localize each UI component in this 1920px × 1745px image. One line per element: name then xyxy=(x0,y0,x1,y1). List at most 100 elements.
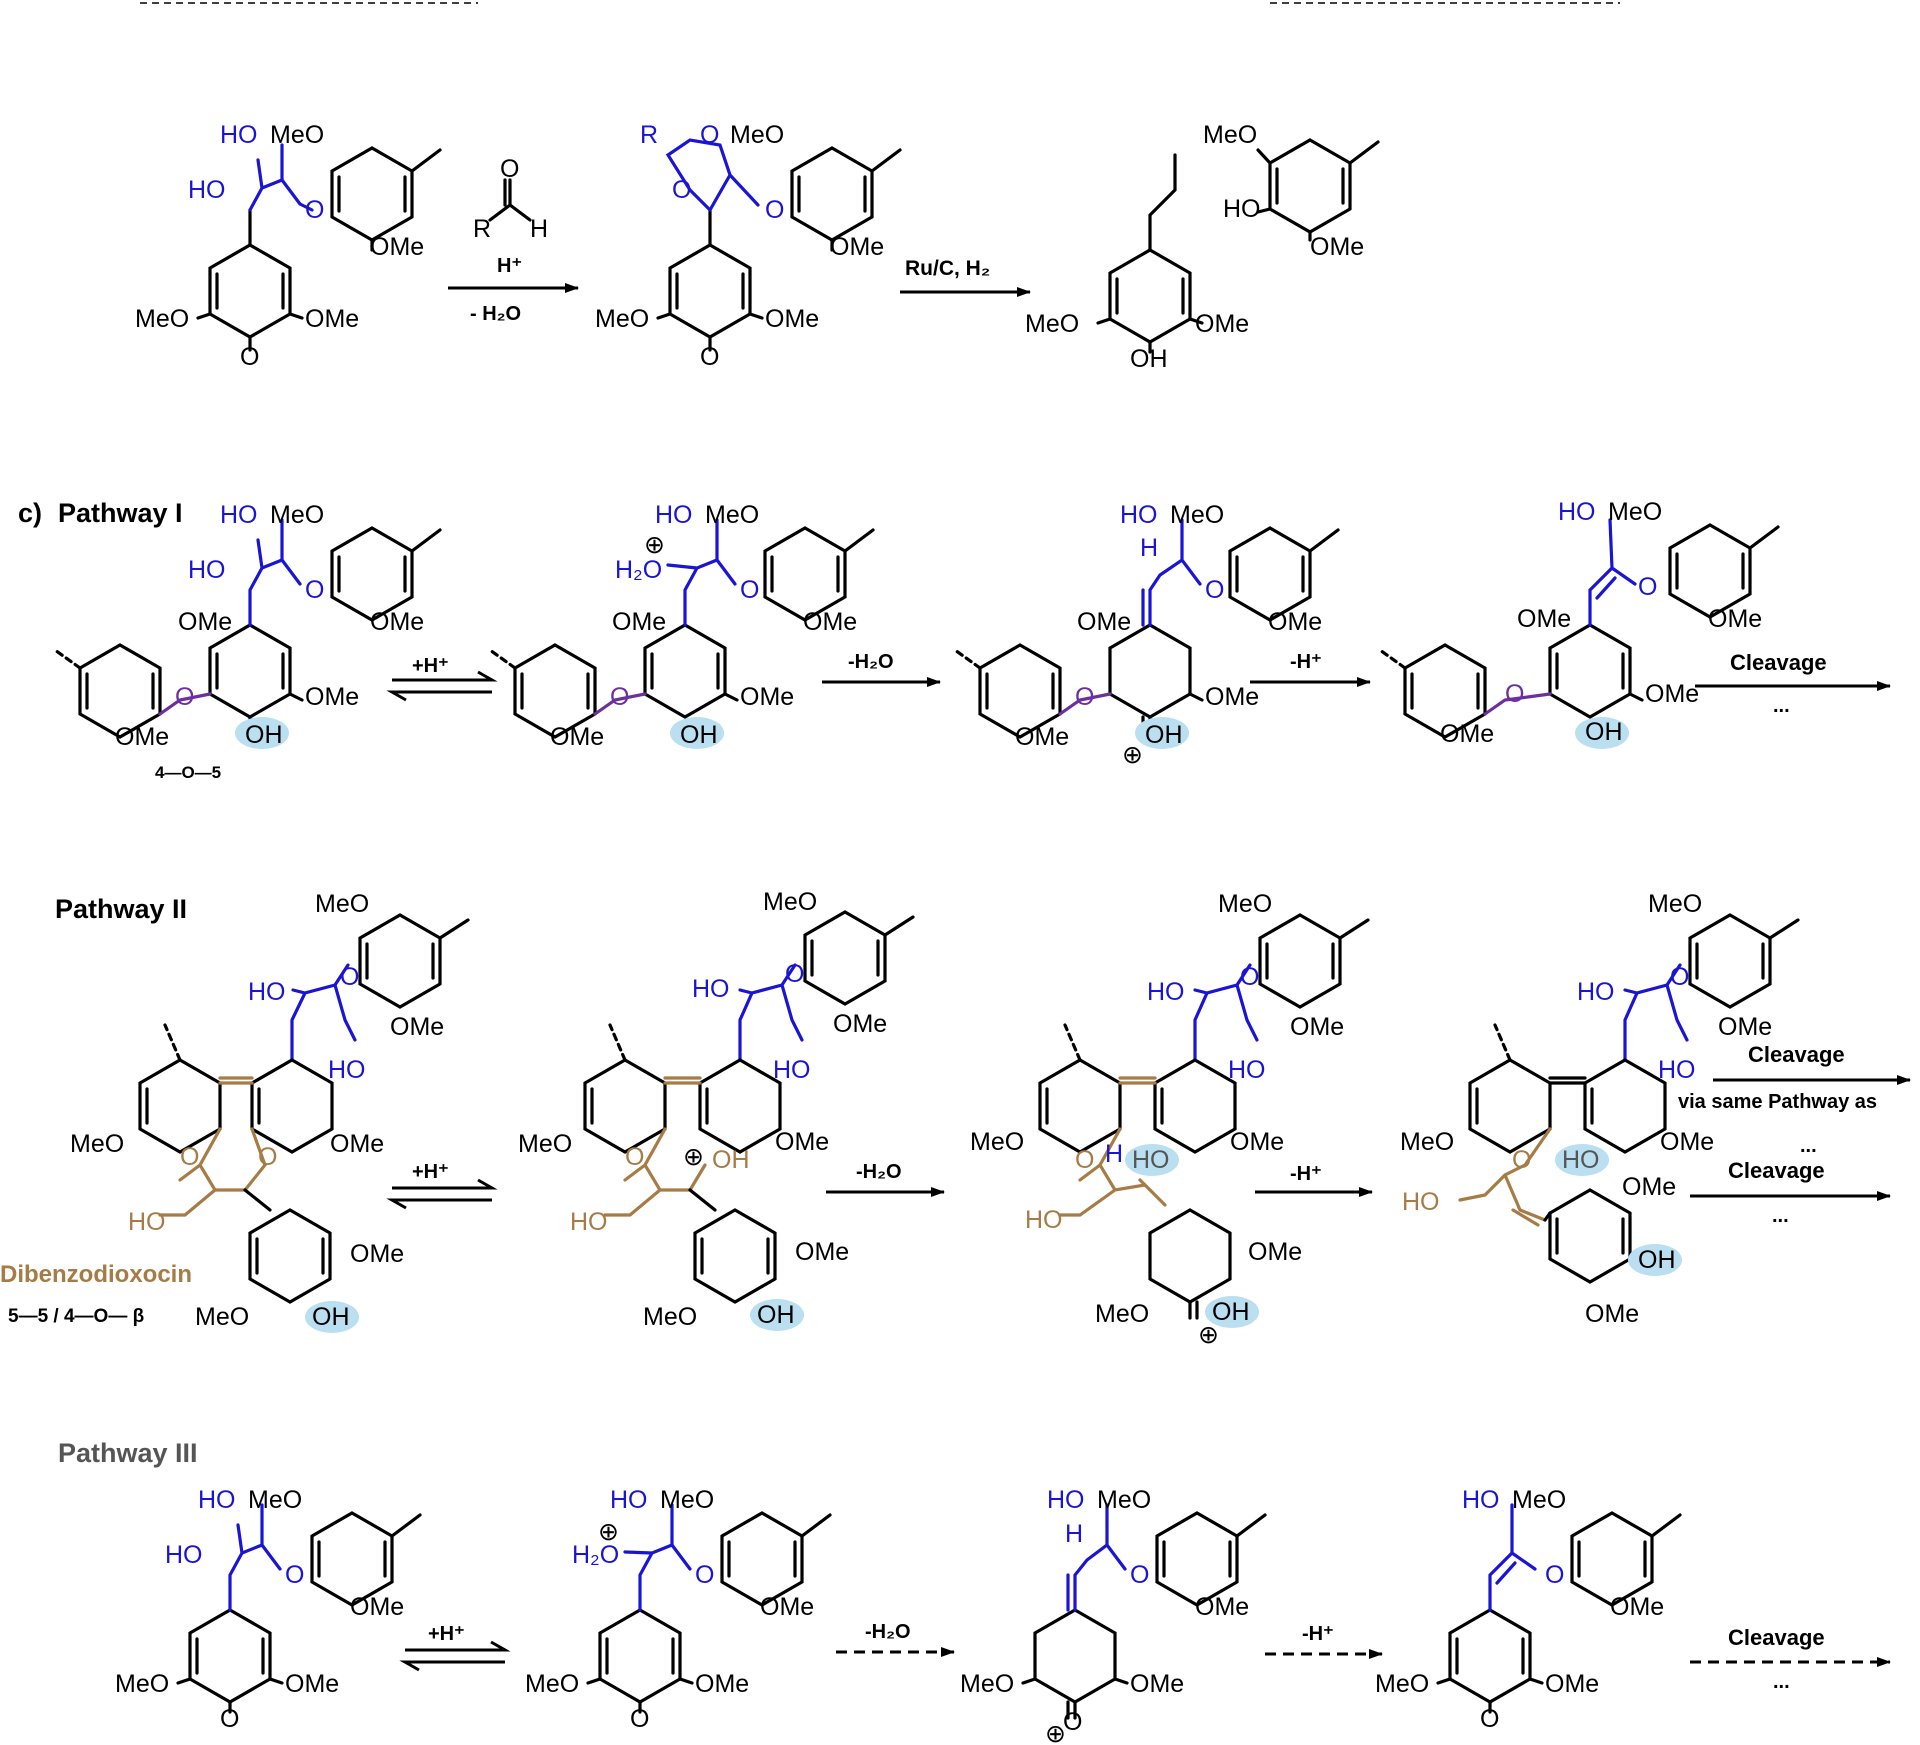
atom-label: MeO xyxy=(195,1303,249,1331)
atom-label: HO xyxy=(1132,1146,1170,1174)
atom-label: MeO xyxy=(248,1486,302,1514)
atom-label: OH xyxy=(680,721,718,749)
atom-label: MeO xyxy=(70,1130,124,1158)
atom-label: OH xyxy=(712,1146,750,1174)
bond-type-label: 4—O—5 xyxy=(155,763,221,782)
atom-label: H₂O xyxy=(572,1541,619,1569)
atom-label: MeO xyxy=(763,888,817,916)
acetal-intermediate: R O MeO O O OMe MeO OMe O xyxy=(595,121,902,371)
pathway-1-substrate: HO MeO HO O OMe OMe OMe OMe OH O 4—O—5 xyxy=(53,501,442,782)
pathway-3: Pathway III HO MeO HO O OMe MeO OMe O +H… xyxy=(58,1438,1891,1745)
atom-label: O xyxy=(740,576,759,604)
ellipsis: ... xyxy=(1772,1205,1789,1227)
atom-label: HO xyxy=(248,978,286,1006)
atom-label: MeO xyxy=(1512,1486,1566,1514)
atom-label: O xyxy=(240,343,259,371)
phenol-highlight xyxy=(1125,1144,1179,1176)
atom-label: MeO xyxy=(1648,890,1702,918)
atom-label: O xyxy=(1075,683,1094,711)
atom-label: OMe xyxy=(1610,1593,1664,1621)
atom-label: OMe xyxy=(178,608,232,636)
atom-label: OMe xyxy=(305,683,359,711)
atom-label: R xyxy=(640,121,658,149)
atom-label: OH xyxy=(1145,721,1183,749)
atom-label: O xyxy=(785,960,804,988)
pathway-2-dibenzodioxocin: MeO HO O OMe HO MeO OMe O O HO OMe MeO O… xyxy=(0,890,470,1333)
atom-label: OMe xyxy=(330,1130,384,1158)
atom-label: O xyxy=(1638,573,1657,601)
phenol-highlight xyxy=(1205,1296,1259,1328)
atom-label: H xyxy=(1140,534,1158,562)
unit-name: Dibenzodioxocin xyxy=(0,1261,192,1288)
atom-label: MeO xyxy=(1025,310,1079,338)
pathway-1: c) Pathway I HO MeO HO O OMe OMe OMe OM xyxy=(18,498,1891,782)
atom-label: OMe xyxy=(1310,233,1364,261)
cleavage-label: Cleavage xyxy=(1748,1042,1845,1067)
atom-label: O xyxy=(1480,1705,1499,1733)
charge-plus: ⊕ xyxy=(1198,1321,1219,1349)
beta-o-4-substrate: HO MeO HO O OMe MeO OMe O xyxy=(135,121,442,371)
atom-label: H xyxy=(530,215,548,243)
atom-label: OMe xyxy=(1440,720,1494,748)
via-same-label: via same Pathway as xyxy=(1678,1091,1877,1113)
atom-label: O xyxy=(695,1561,714,1589)
bond-type-label: 5—5 / 4—O— β xyxy=(8,1306,144,1327)
atom-label: OMe xyxy=(1195,310,1249,338)
charge-plus: ⊕ xyxy=(1122,741,1143,769)
pathway-3-substrate: HO MeO HO O OMe MeO OMe O xyxy=(115,1486,422,1733)
pathway-title: Pathway I xyxy=(58,498,183,528)
atom-label: HO xyxy=(1047,1486,1085,1514)
aldehyde-reagent: O R H H⁺ - H₂O xyxy=(448,155,579,325)
phenol-highlight xyxy=(305,1301,359,1333)
atom-label: O xyxy=(1240,963,1259,991)
atom-label: O xyxy=(285,1561,304,1589)
atom-label: MeO xyxy=(115,1670,169,1698)
atom-label: MeO xyxy=(1375,1670,1429,1698)
pathway-3-enol-ether: HO MeO O OMe MeO OMe O xyxy=(1375,1486,1682,1733)
atom-label: HO xyxy=(773,1056,811,1084)
atom-label: HO xyxy=(198,1486,236,1514)
step-label: -H⁺ xyxy=(1290,1163,1322,1185)
atom-label: HO xyxy=(328,1056,366,1084)
atom-label: OMe xyxy=(115,723,169,751)
atom-label: O xyxy=(1505,680,1524,708)
step-label: -H₂O xyxy=(848,651,894,673)
atom-label: HO xyxy=(1402,1188,1440,1216)
atom-label: O xyxy=(765,196,784,224)
atom-label: OMe xyxy=(1517,605,1571,633)
equilibrium-arrow xyxy=(399,1660,505,1672)
atom-label: H xyxy=(1065,1520,1083,1548)
atom-label: OH xyxy=(245,721,283,749)
atom-label: OMe xyxy=(795,1238,849,1266)
atom-label: OMe xyxy=(765,305,819,333)
atom-label: MeO xyxy=(1170,501,1224,529)
atom-label: OMe xyxy=(1718,1013,1772,1041)
atom-label: O xyxy=(340,963,359,991)
atom-label: OH xyxy=(1638,1246,1676,1274)
atom-label: MeO xyxy=(1203,121,1257,149)
step-label: +H⁺ xyxy=(412,1161,449,1183)
equilibrium-arrow xyxy=(386,1198,492,1210)
atom-label: MeO xyxy=(660,1486,714,1514)
atom-label: HO xyxy=(570,1208,608,1236)
atom-label: HO xyxy=(692,975,730,1003)
atom-label: O xyxy=(1670,963,1689,991)
atom-label: O xyxy=(625,1143,644,1171)
atom-label: MeO xyxy=(1608,498,1662,526)
acid-label: H⁺ xyxy=(497,255,522,277)
atom-label: OMe xyxy=(285,1670,339,1698)
propyl-syringol-product: MeO OMe OH xyxy=(1025,153,1249,373)
atom-label: OMe xyxy=(550,723,604,751)
syringol-product: MeO HO OMe xyxy=(1203,121,1380,261)
atom-label: O xyxy=(610,683,629,711)
atom-label: HO xyxy=(1658,1056,1696,1084)
atom-label: OMe xyxy=(1205,683,1259,711)
atom-label: HO xyxy=(188,556,226,584)
atom-label: HO xyxy=(1462,1486,1500,1514)
atom-label: MeO xyxy=(705,501,759,529)
cleavage-label: Cleavage xyxy=(1728,1625,1825,1650)
atom-label: HO xyxy=(1562,1146,1600,1174)
phenol-highlight xyxy=(670,717,724,749)
atom-label: OH xyxy=(312,1303,350,1331)
atom-label: MeO xyxy=(270,501,324,529)
